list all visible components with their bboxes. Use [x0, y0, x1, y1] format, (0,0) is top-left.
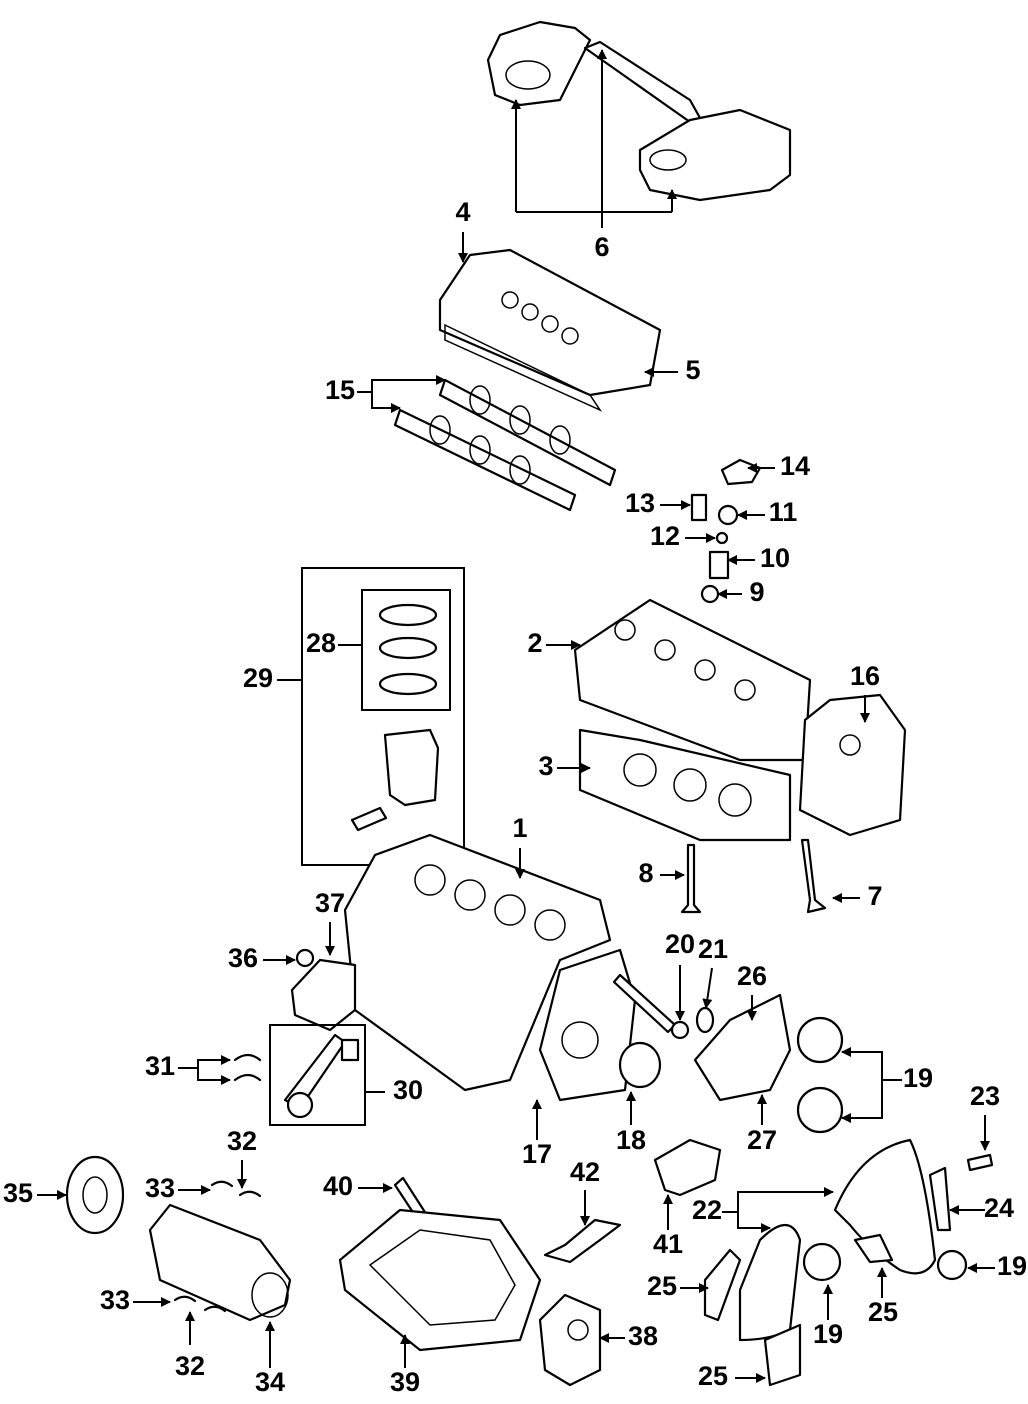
callout-25-bottom: 25 [698, 1361, 728, 1391]
callout-25-middle: 25 [868, 1297, 898, 1327]
callout-26: 26 [737, 961, 767, 991]
callout-36: 36 [228, 943, 258, 973]
callout-12: 12 [650, 521, 680, 551]
callout-labels: 6 4 5 15 14 11 13 12 10 9 2 3 16 28 29 8… [3, 197, 1027, 1397]
chain-guides-part [703, 1166, 952, 1387]
callout-13: 13 [625, 488, 655, 518]
callout-18: 18 [616, 1125, 646, 1155]
callout-27: 27 [747, 1125, 777, 1155]
callout-4: 4 [455, 197, 470, 227]
engine-cover-part [486, 20, 792, 202]
callout-32-upper: 32 [227, 1126, 257, 1156]
callout-29: 29 [243, 663, 273, 693]
crankshaft-part [148, 1203, 292, 1322]
callout-2: 2 [527, 628, 542, 658]
callout-19-upper: 19 [903, 1063, 933, 1093]
callout-22: 22 [692, 1195, 722, 1225]
callout-38: 38 [628, 1321, 658, 1351]
callout-8: 8 [638, 858, 653, 888]
callout-1: 1 [512, 813, 527, 843]
connecting-rod-part [269, 1024, 366, 1126]
callout-34: 34 [255, 1367, 285, 1397]
callout-7: 7 [867, 881, 882, 911]
bolt-part [966, 1153, 994, 1172]
oil-filter-housing-part [538, 1293, 602, 1387]
valves-part [680, 838, 827, 914]
callout-19-lower: 19 [813, 1319, 843, 1349]
callout-41: 41 [653, 1229, 683, 1259]
callout-30: 30 [393, 1075, 423, 1105]
timing-cover-upper-part [798, 693, 907, 837]
callout-42: 42 [570, 1157, 600, 1187]
callout-16: 16 [850, 661, 880, 691]
callout-19-right: 19 [997, 1251, 1027, 1281]
callout-21: 21 [698, 934, 728, 964]
callout-35: 35 [3, 1178, 33, 1208]
callout-31: 31 [145, 1051, 175, 1081]
crank-pulley-part [65, 1155, 125, 1235]
callout-32-lower: 32 [175, 1351, 205, 1381]
valvetrain-small-parts [690, 458, 762, 604]
sprockets-part [796, 1016, 968, 1282]
crank-bolt-and-seals [612, 973, 715, 1089]
callout-24: 24 [984, 1193, 1014, 1223]
callout-5: 5 [685, 355, 700, 385]
callout-40: 40 [323, 1171, 353, 1201]
rear-seal-housing-part [290, 948, 357, 1032]
engine-block-part [343, 833, 612, 1092]
oil-pickup-part [543, 1218, 622, 1264]
timing-chains-part [738, 1138, 937, 1342]
callout-33-lower: 33 [100, 1285, 130, 1315]
callout-9: 9 [749, 577, 764, 607]
callout-3: 3 [538, 751, 553, 781]
bracket-part [653, 1138, 722, 1197]
leader-lines [37, 49, 995, 1383]
camshafts-part [393, 378, 617, 512]
callout-6: 6 [594, 232, 609, 262]
callout-15: 15 [325, 375, 355, 405]
head-gasket-part [578, 728, 792, 842]
oil-pump-part [693, 993, 792, 1102]
valve-cover-part [438, 248, 662, 412]
callout-17: 17 [522, 1139, 552, 1169]
callout-11: 11 [769, 497, 798, 527]
main-bearings-part [173, 1180, 262, 1313]
callout-14: 14 [780, 451, 810, 481]
callout-20: 20 [665, 929, 695, 959]
callout-28: 28 [306, 628, 336, 658]
oil-pan-part [338, 1208, 542, 1352]
callout-25-left: 25 [647, 1271, 677, 1301]
callout-23: 23 [970, 1081, 1000, 1111]
callout-10: 10 [760, 543, 790, 573]
rod-bearings-part [233, 1053, 262, 1082]
piston-kit-part [301, 567, 465, 866]
callout-37: 37 [315, 888, 345, 918]
callout-33-upper: 33 [145, 1173, 175, 1203]
callout-39: 39 [390, 1367, 420, 1397]
